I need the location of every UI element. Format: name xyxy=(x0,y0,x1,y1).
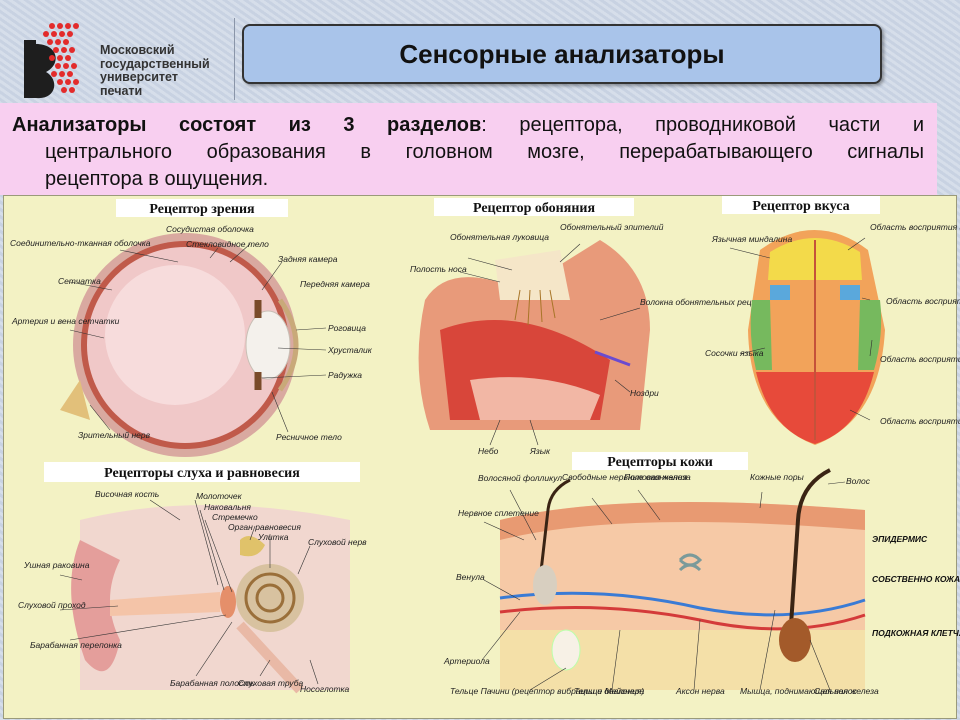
eye-title: Рецептор зрения xyxy=(149,202,255,217)
skin-label-sebaceous: Сальная железа xyxy=(814,686,879,696)
eye-label-optic-nerve: Зрительный нерв xyxy=(78,430,151,440)
eye-lens-shape xyxy=(246,311,290,379)
eye-label-front-chamber: Передняя камера xyxy=(300,279,370,289)
taste-label-papillae: Сосочки языка xyxy=(705,348,764,358)
skin-follicle-left-icon xyxy=(533,565,557,605)
smell-label-tongue: Язык xyxy=(529,446,551,456)
skin-label-sweat-gland: Потовая железа xyxy=(624,472,691,482)
skin-diagram: Рецепторы кожи Волосяной фолликул Свобод… xyxy=(443,452,960,696)
skin-label-plexus: Нервное сплетение xyxy=(458,508,539,518)
skin-label-hair: Волос xyxy=(846,476,871,486)
taste-label-sour: Область восприятия кислого (синий) xyxy=(886,296,960,306)
eye-highlight-shape xyxy=(105,265,245,405)
eye-label-retina: Сетчатка xyxy=(58,276,101,286)
skin-layer-hypodermis: ПОДКОЖНАЯ КЛЕТЧАТКА xyxy=(872,628,960,638)
taste-title: Рецептор вкуса xyxy=(752,199,849,214)
taste-label-salty: Область восприятия соленого (зеленый) xyxy=(880,354,960,364)
eye-label-lens: Хрусталик xyxy=(327,345,373,355)
smell-label-bulb: Обонятельная луковица xyxy=(450,232,549,242)
eye-label-ciliary: Ресничное тело xyxy=(276,432,342,442)
skin-title: Рецепторы кожи xyxy=(607,455,713,470)
skin-label-pores: Кожные поры xyxy=(750,472,805,482)
eye-label-artery: Артерия и вена сетчатки xyxy=(11,316,120,326)
skin-label-follicle: Волосяной фолликул xyxy=(478,473,562,483)
skin-follicle-icon xyxy=(779,618,811,662)
ear-label-tube: Слуховая труба xyxy=(238,678,303,688)
eye-label-connective: Соединительно-тканная оболочка xyxy=(10,238,151,248)
ear-label-canal: Слуховой проход xyxy=(18,600,86,610)
taste-diagram: Рецептор вкуса Язычная миндалина Сосочки… xyxy=(705,196,960,445)
smell-bulb-shape xyxy=(495,250,570,300)
ear-label-eardrum: Барабанная перепонка xyxy=(30,640,122,650)
ear-label-incus: Наковальня xyxy=(204,502,251,512)
smell-label-epithelium: Обонятельный эпителий xyxy=(560,222,664,232)
ear-label-temporal: Височная кость xyxy=(95,489,159,499)
taste-label-sweet: Область восприятия сладкого (красный) xyxy=(880,416,960,426)
smell-title: Рецептор обоняния xyxy=(473,201,595,216)
ear-label-cochlea: Улитка xyxy=(257,532,289,542)
smell-label-nostrils: Ноздри xyxy=(630,388,659,398)
ear-label-auricle: Ушная раковина xyxy=(23,560,90,570)
eye-diagram: Рецептор зрения Сосудистая оболочка Соед… xyxy=(10,199,373,457)
ear-label-balance: Орган равновесия xyxy=(228,522,301,532)
eye-label-post-chamber: Задняя камера xyxy=(278,254,338,264)
skin-label-meissner: Тельце Мейснера xyxy=(574,686,644,696)
taste-label-tonsil: Язычная миндалина xyxy=(711,234,792,244)
ear-label-stapes: Стремечко xyxy=(212,512,258,522)
eye-label-vascular: Сосудистая оболочка xyxy=(166,224,254,234)
smell-label-cavity: Полость носа xyxy=(410,264,467,274)
eye-label-vitreous: Стекловидное тело xyxy=(186,239,269,249)
taste-label-bitter: Область восприятия горечи (желтый) xyxy=(870,222,960,232)
ear-label-auditory-nerve: Слуховой нерв xyxy=(308,537,367,547)
skin-label-venule: Венула xyxy=(456,572,485,582)
smell-label-palate: Небо xyxy=(478,446,499,456)
skin-label-axon: Аксон нерва xyxy=(675,686,725,696)
skin-layer-epidermis: ЭПИДЕРМИС xyxy=(872,534,928,544)
skin-label-arteriole: Артериола xyxy=(443,656,490,666)
ear-label-nasopharynx: Носоглотка xyxy=(300,684,350,694)
eye-label-cornea: Роговица xyxy=(328,323,366,333)
eye-label-iris: Радужка xyxy=(328,370,362,380)
ear-title: Рецепторы слуха и равновесия xyxy=(104,466,300,481)
ear-eardrum-shape xyxy=(220,586,236,618)
skin-pacini-icon xyxy=(552,630,580,670)
ear-label-malleus: Молоточек xyxy=(196,491,243,501)
ear-diagram: Рецепторы слуха и равновесия Височная ко… xyxy=(18,462,367,694)
skin-layer-dermis: СОБСТВЕННО КОЖА xyxy=(872,574,960,584)
